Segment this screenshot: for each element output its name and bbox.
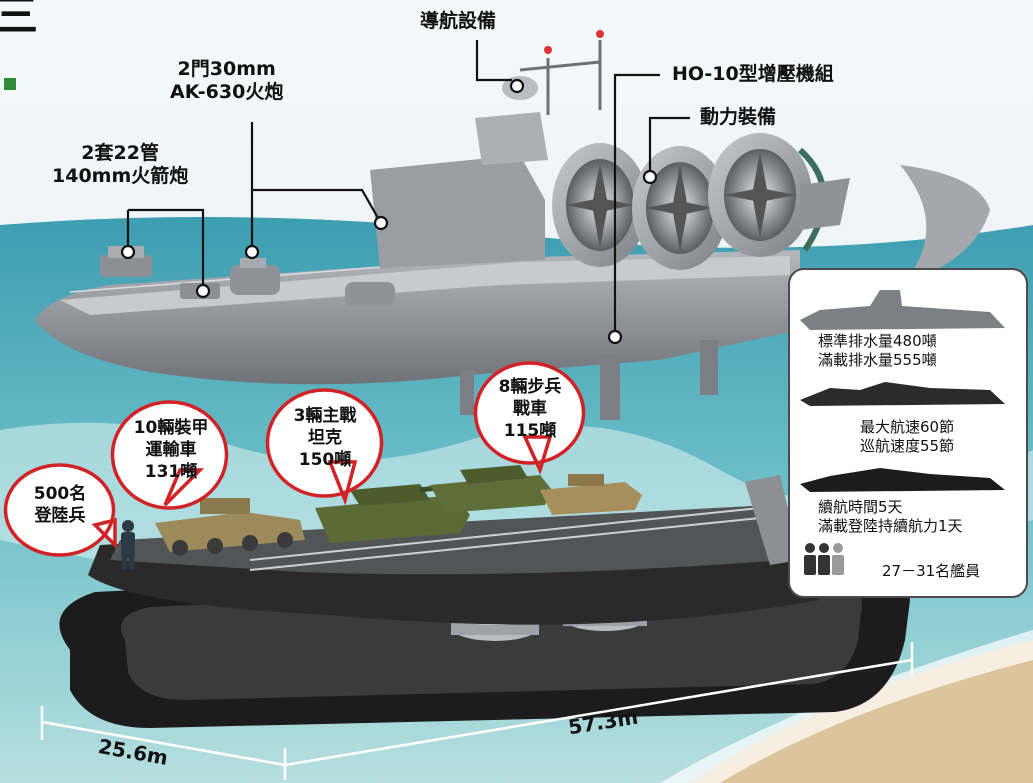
gun-turret [345,282,395,306]
ship-silhouette-speed [800,382,1005,406]
spec-displacement: 標準排水量480噸 滿載排水量555噸 [818,332,937,370]
leader-dot-navigation [509,78,525,94]
label-text: 2門30mm [177,58,276,80]
label-gun: 2門30mm AK-630火炮 [170,58,283,104]
spec-speed: 最大航速60節 巡航速度55節 [860,418,954,456]
title-glyph: 三 [0,0,38,41]
spec-text: 續航時間5天 [818,498,903,516]
dimension-width-line [41,720,286,767]
callout-text: 150噸 [298,449,352,470]
leader-lines [120,40,690,345]
hovercraft-illustration [35,30,990,728]
leader-dot-gun-2 [373,215,389,231]
leader-dot-gun [244,244,260,260]
label-text: 導航設備 [420,10,497,32]
leader-supercharger [613,73,660,330]
spec-text: 標準排水量480噸 [818,332,937,350]
label-power-equipment: 動力裝備 [700,106,776,129]
bubble-apc [110,400,229,510]
callout-text: 115噸 [503,420,557,441]
spec-text: 27－31名艦員 [882,562,981,580]
callout-text: 10輛裝甲 [133,418,209,438]
spec-crew: 27－31名艦員 [882,562,980,581]
leader-dot-power [642,169,658,185]
callout-apc: 10輛裝甲 運輸車 131噸 [117,418,225,483]
deck-rails [249,507,761,571]
ship-silhouette-displacement [800,290,1005,330]
leader-dot-rockets-2 [195,283,211,299]
label-text: AK-630火炮 [170,81,284,104]
callout-text: 運輸車 [145,439,197,460]
specifications-panel: 標準排水量480噸 滿載排水量555噸 最大航速60節 巡航速度55節 續航時間… [788,268,1028,598]
bow-ramp [745,475,800,565]
propulsion-fan [708,133,827,257]
accent-square [4,78,16,90]
leader-navigation [475,40,512,82]
callout-text: 登陸兵 [34,505,86,526]
label-text: HO-10型增壓機組 [672,63,834,85]
callout-tank: 3輛主戰 坦克 150噸 [271,406,379,471]
bridge-tower [475,112,548,165]
soldier [121,520,135,570]
callout-text: 坦克 [308,427,342,448]
spec-endurance: 續航時間5天 滿載登陸持續航力1天 [818,498,963,536]
crew-icon [804,543,844,575]
leader-power [648,116,690,170]
propulsion-fan [552,143,648,267]
label-rocket-launcher: 2套22管 140mm火箭炮 [52,142,188,188]
label-supercharger: HO-10型增壓機組 [672,63,834,86]
hull-deck-top [60,256,790,315]
main-battle-tank [430,465,552,513]
dimension-length-line [284,658,913,767]
bubble-tank [265,388,384,506]
callout-ifv: 8輛步兵 戰車 115噸 [476,377,584,442]
bubble-troops [3,463,117,557]
callout-text: 500名 [33,484,87,504]
callout-text: 戰車 [513,398,547,419]
spec-text: 滿載排水量555噸 [818,350,937,369]
callout-troops: 500名 登陸兵 [10,484,110,528]
rudder-panel [900,165,990,282]
gun-turret [230,258,280,295]
callout-text: 3輛主戰 [293,406,357,426]
bubble-ifv [473,361,586,475]
title-fragment: 三 [0,0,38,38]
callout-text: 8輛步兵 [498,377,562,397]
armored-vehicle [155,498,305,556]
spec-text: 最大航速60節 [860,418,955,436]
radar-mast [519,40,602,115]
spec-silhouettes [800,290,1005,575]
spec-text: 滿載登陸持續航力1天 [818,516,963,535]
leader-rockets-branch [128,208,205,285]
upper-hull [35,250,800,385]
spec-text: 巡航速度55節 [860,436,955,455]
leader-gun-branch [252,188,379,219]
superstructure [370,155,545,268]
leader-dot-rockets [120,244,136,260]
stern-fin [800,178,850,230]
infantry-fighting-vehicle [540,474,642,515]
propulsion-fan [632,146,728,270]
label-text: 140mm火箭炮 [52,165,189,188]
label-text: 2套22管 [81,142,159,164]
label-text: 動力裝備 [700,106,777,128]
hull-struts [460,340,718,420]
ship-silhouette-endurance [800,468,1005,492]
label-navigation-equipment: 導航設備 [420,10,496,33]
leader-dot-supercharger [607,329,623,345]
callout-text: 131噸 [144,461,198,482]
dimension-lines [40,642,914,780]
bubble-shapes [3,361,586,557]
